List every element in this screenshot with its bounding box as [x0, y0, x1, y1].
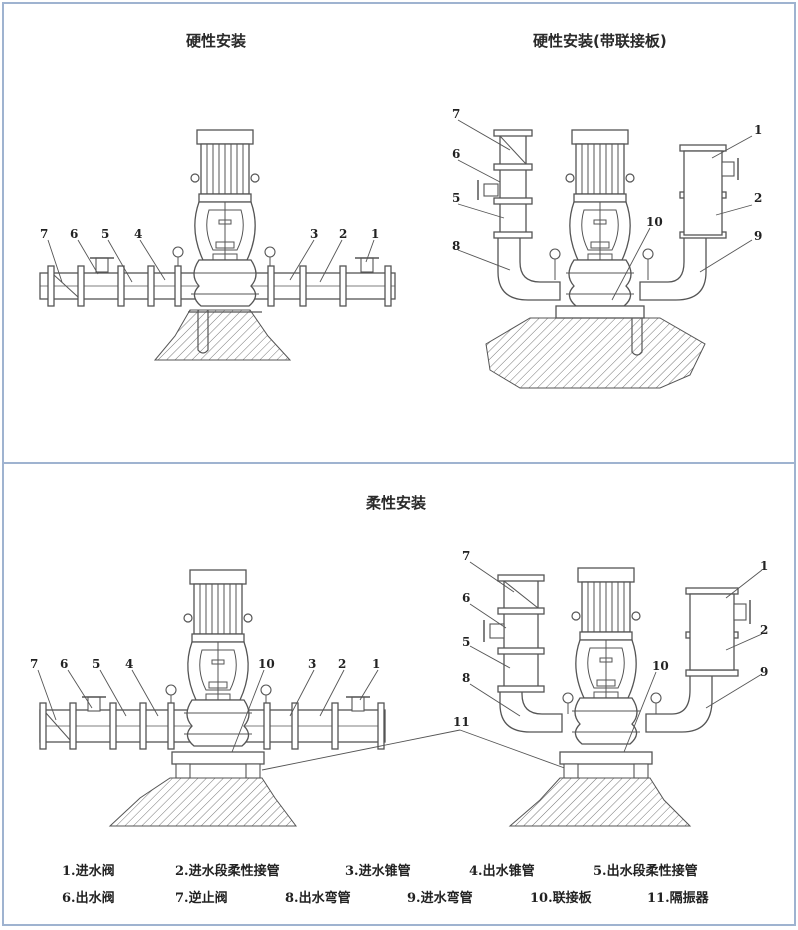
callout-1: 1	[372, 657, 380, 671]
legend-item: 7.逆止阀	[175, 891, 228, 906]
legend-item: 11.隔振器	[647, 891, 709, 906]
callout-6: 6	[452, 147, 460, 161]
legend-item: 6.出水阀	[62, 891, 115, 906]
callout-5: 5	[92, 657, 100, 671]
callout-4: 4	[125, 657, 133, 671]
callout-7: 7	[40, 227, 48, 241]
callout-8: 8	[462, 671, 470, 685]
callout-4: 4	[134, 227, 142, 241]
legend-item: 10.联接板	[530, 891, 592, 906]
legend-item: 4.出水锥管	[469, 864, 535, 879]
callout-10: 10	[258, 657, 275, 671]
callout-2: 2	[754, 191, 762, 205]
legend-item: 5.出水段柔性接管	[593, 864, 698, 879]
legend-item: 9.进水弯管	[407, 891, 473, 906]
callout-5: 5	[452, 191, 460, 205]
rigid-install-diagram: 7 6 5 4 3 2 1	[39, 129, 396, 361]
callout-3: 3	[310, 227, 318, 241]
callout-9: 9	[754, 229, 762, 243]
legend-item: 8.出水弯管	[285, 891, 351, 906]
callout-1: 1	[754, 123, 762, 137]
callout-6: 6	[60, 657, 68, 671]
panel-title-flexible: 柔性安装	[366, 494, 427, 512]
callout-1: 1	[760, 559, 768, 573]
callout-2: 2	[338, 657, 346, 671]
callout-1: 1	[371, 227, 379, 241]
legend-item: 2.进水段柔性接管	[175, 864, 280, 879]
callout-7: 7	[30, 657, 38, 671]
callout-5: 5	[101, 227, 109, 241]
panel-title-rigid: 硬性安装	[186, 32, 247, 50]
callout-2: 2	[760, 623, 768, 637]
flexible-plate-install-diagram: 7 6 5 8 10 1 2 9	[462, 549, 768, 827]
flexible-install-diagram: 7 6 5 4 10 3 2 1 11	[30, 569, 571, 827]
callout-3: 3	[308, 657, 316, 671]
callout-9: 9	[760, 665, 768, 679]
legend-item: 1.进水阀	[62, 864, 115, 879]
legend-item: 3.进水锥管	[345, 864, 411, 879]
callout-11: 11	[453, 715, 470, 729]
callout-10: 10	[646, 215, 663, 229]
callout-5: 5	[462, 635, 470, 649]
callout-6: 6	[462, 591, 470, 605]
callout-6: 6	[70, 227, 78, 241]
panel-title-rigid-plate: 硬性安装(带联接板)	[533, 32, 667, 50]
callout-7: 7	[462, 549, 470, 563]
callout-2: 2	[339, 227, 347, 241]
callout-8: 8	[452, 239, 460, 253]
callout-10: 10	[652, 659, 669, 673]
callout-7: 7	[452, 107, 460, 121]
rigid-plate-install-diagram: 7 6 5 8 10 1 2 9	[452, 107, 762, 389]
